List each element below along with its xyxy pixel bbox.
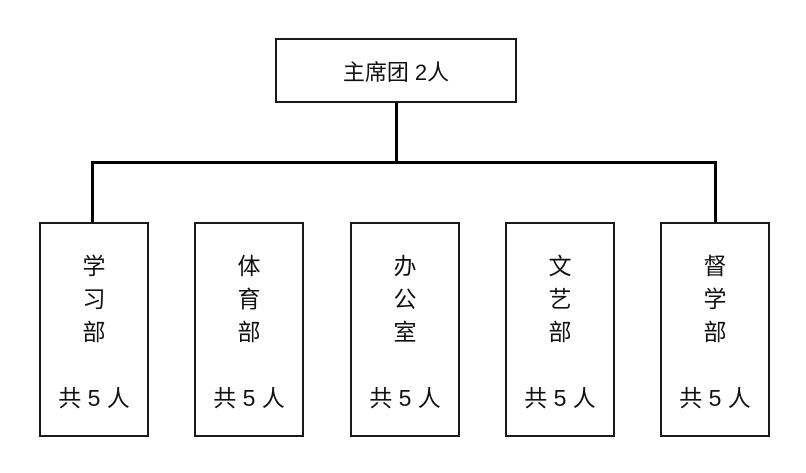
dept-node-supervision: 督 学 部 共 5 人: [660, 222, 770, 437]
dept-count: 共 5 人: [58, 385, 130, 411]
dept-count: 共 5 人: [213, 385, 285, 411]
dept-name: 办 公 室: [393, 253, 417, 345]
dept-node-office: 办 公 室 共 5 人: [350, 222, 460, 437]
root-node-label: 主席团 2人: [342, 59, 450, 85]
dept-name: 文 艺 部: [548, 253, 572, 345]
dept-node-arts: 文 艺 部 共 5 人: [505, 222, 615, 437]
root-node-presidium: 主席团 2人: [275, 38, 517, 103]
connector-root-stem: [395, 103, 398, 163]
dept-node-study: 学 习 部 共 5 人: [39, 222, 149, 437]
dept-name: 学 习 部: [82, 253, 106, 345]
dept-count: 共 5 人: [524, 385, 596, 411]
dept-node-sports: 体 育 部 共 5 人: [194, 222, 304, 437]
dept-count: 共 5 人: [369, 385, 441, 411]
connector-left-drop: [91, 161, 94, 222]
dept-name: 体 育 部: [237, 253, 261, 345]
dept-count: 共 5 人: [679, 385, 751, 411]
dept-name: 督 学 部: [703, 253, 727, 345]
connector-horizontal-rail: [91, 161, 717, 164]
connector-right-drop: [714, 161, 717, 222]
